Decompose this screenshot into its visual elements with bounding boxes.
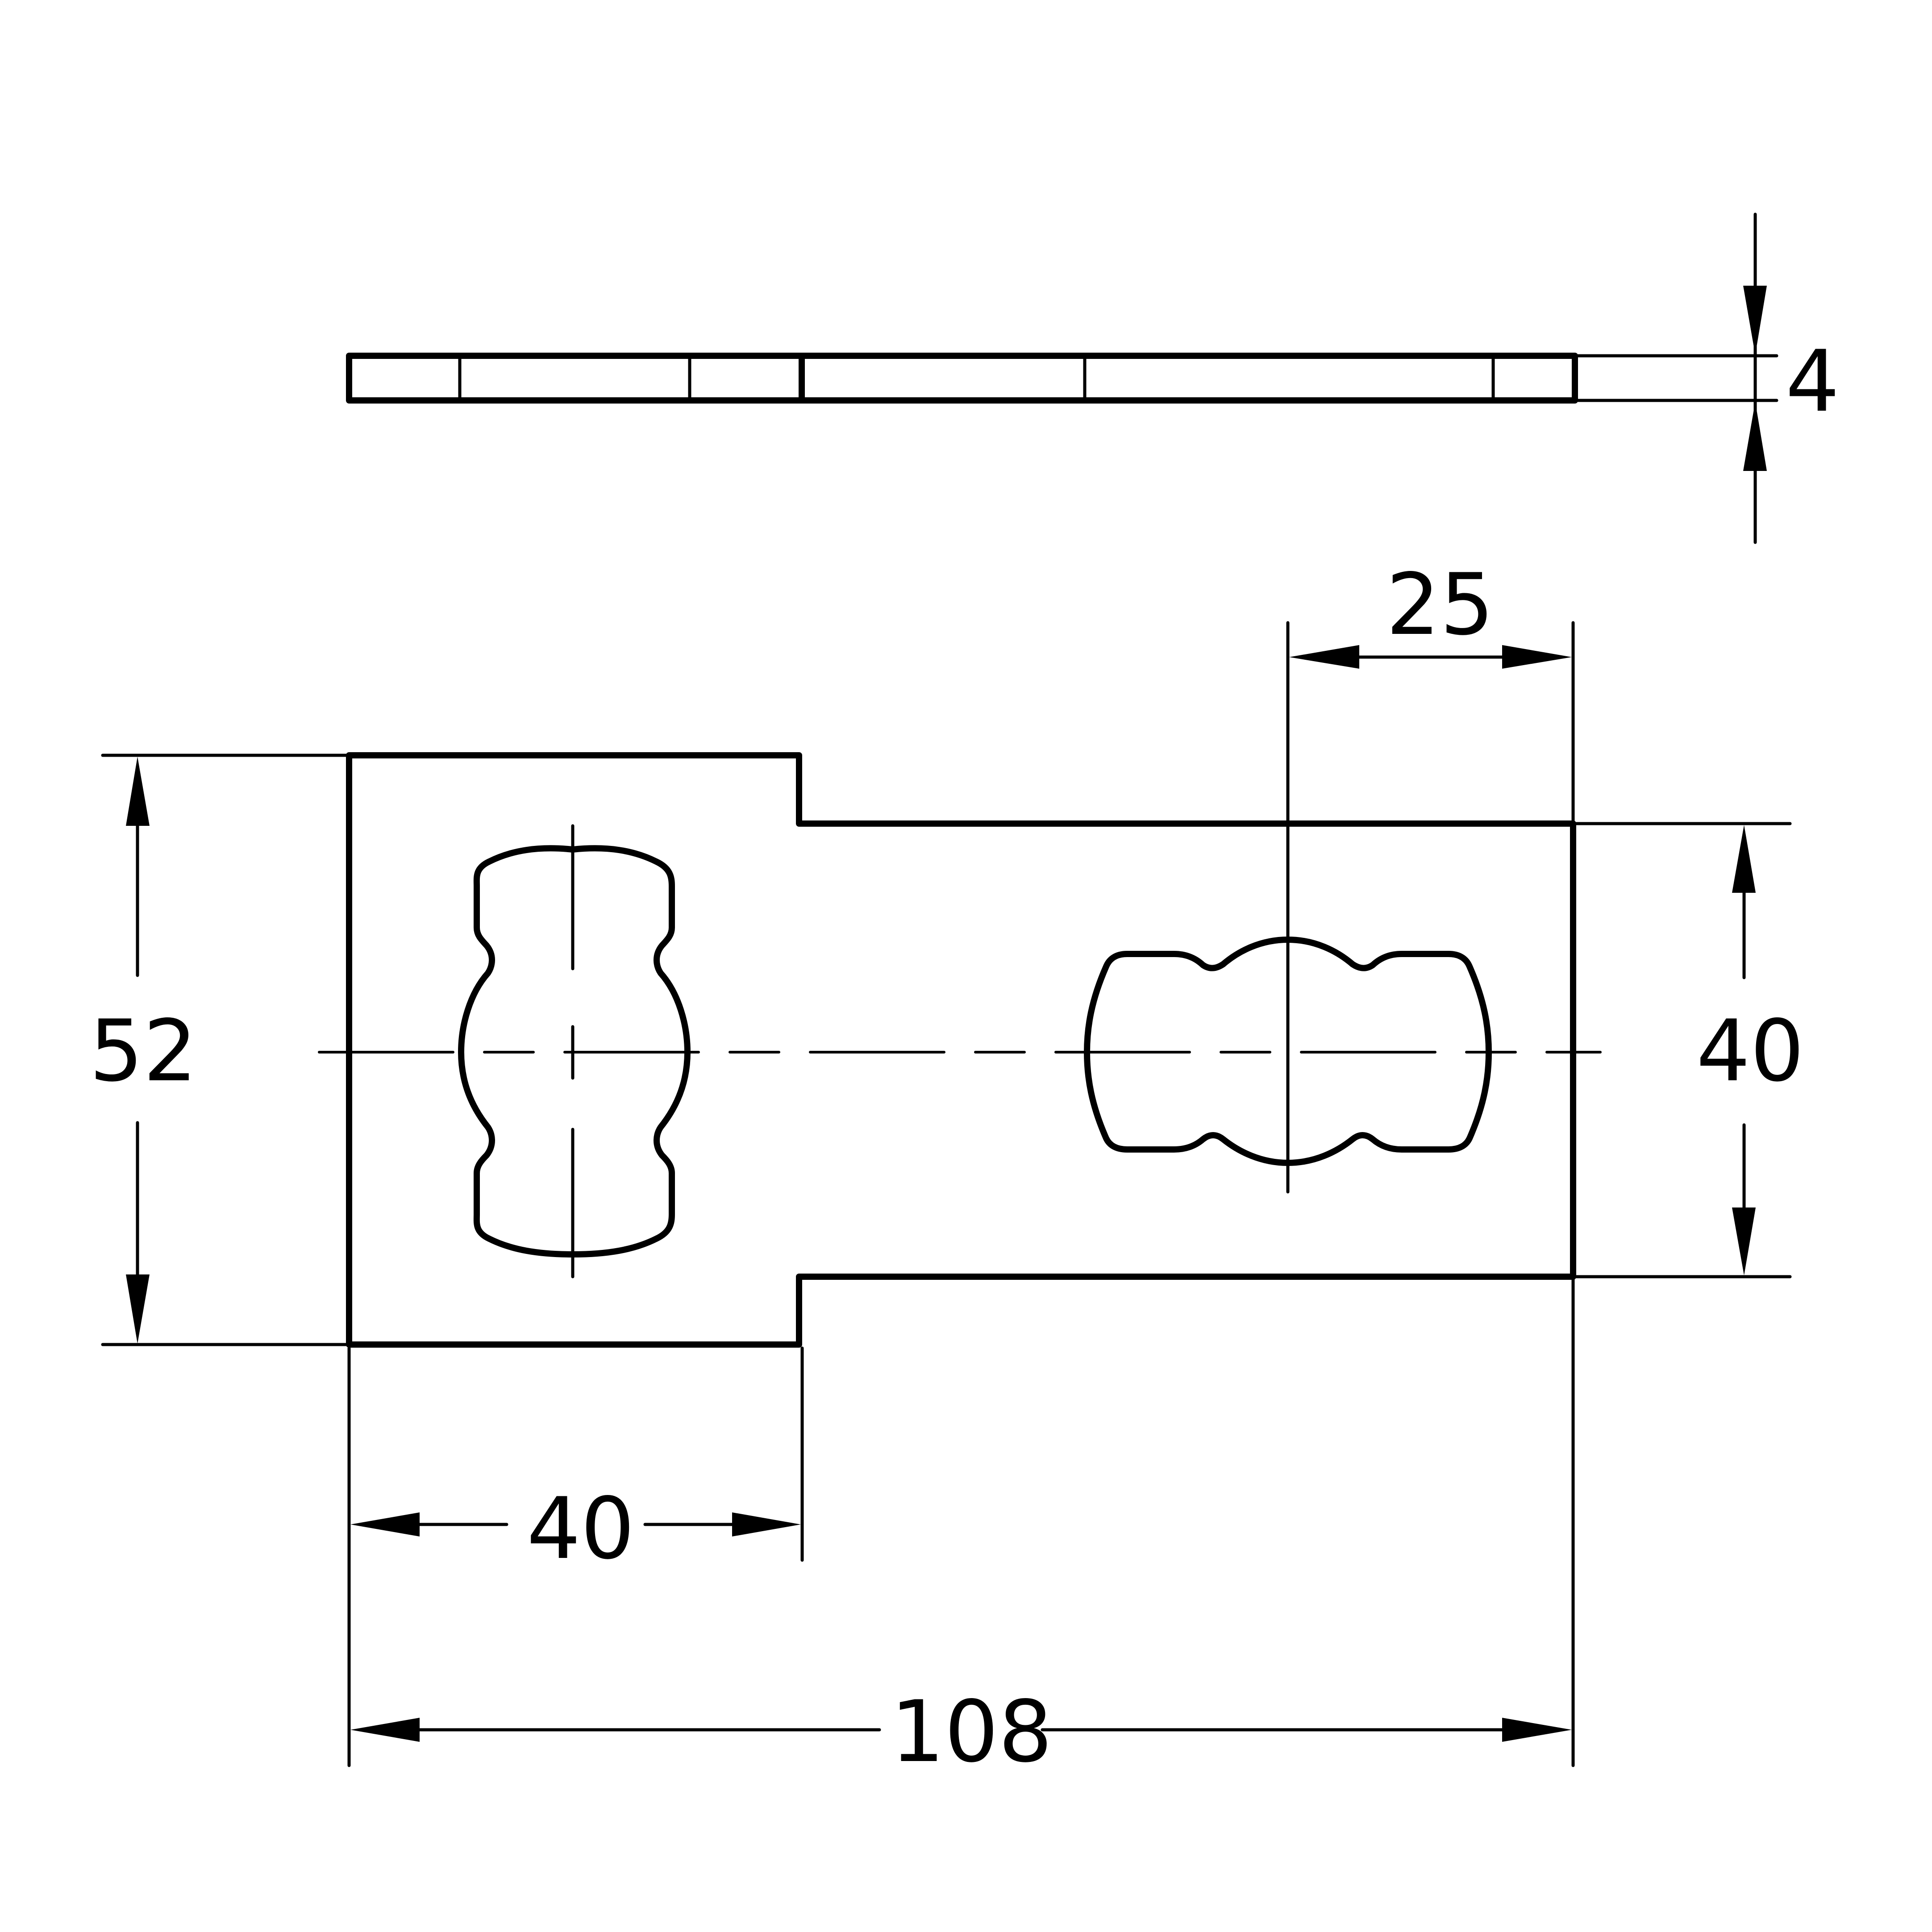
edge-view [346, 353, 1578, 404]
overall-length-dimension: 108 [347, 1277, 1575, 1781]
dimension-overall-length-label: 108 [891, 1682, 1053, 1781]
dimension-wide-length-label: 40 [527, 1479, 635, 1578]
arrowhead [1732, 1208, 1756, 1275]
dimension-thickness-label: 4 [1786, 332, 1840, 431]
wide-length-dimension: 40 [350, 1346, 804, 1578]
arrowhead [126, 1274, 150, 1344]
dimension-narrow-height-label: 40 [1696, 1002, 1804, 1100]
overall-height-dimension: 52 [89, 754, 348, 1346]
arrowhead [1743, 286, 1767, 355]
arrowhead [350, 1512, 420, 1536]
arrowhead [1502, 1718, 1572, 1742]
arrowhead [1289, 645, 1359, 669]
arrowhead [1743, 402, 1767, 471]
dimension-overall-height-label: 52 [89, 1002, 197, 1100]
thickness-dimension: 4 [1576, 212, 1840, 544]
edge-view-outline [346, 353, 1578, 404]
arrowhead [1502, 645, 1572, 669]
dimension-hole-offset-label: 25 [1386, 555, 1494, 654]
part-outline [346, 752, 1576, 1348]
narrow-height-dimension: 40 [1574, 822, 1804, 1278]
arrowhead [126, 757, 150, 826]
arrowhead [350, 1718, 420, 1742]
arrowhead [732, 1512, 801, 1536]
plan-view [318, 621, 1602, 1348]
hole-offset-dimension: 25 [1289, 555, 1575, 823]
arrowhead [1732, 825, 1756, 893]
